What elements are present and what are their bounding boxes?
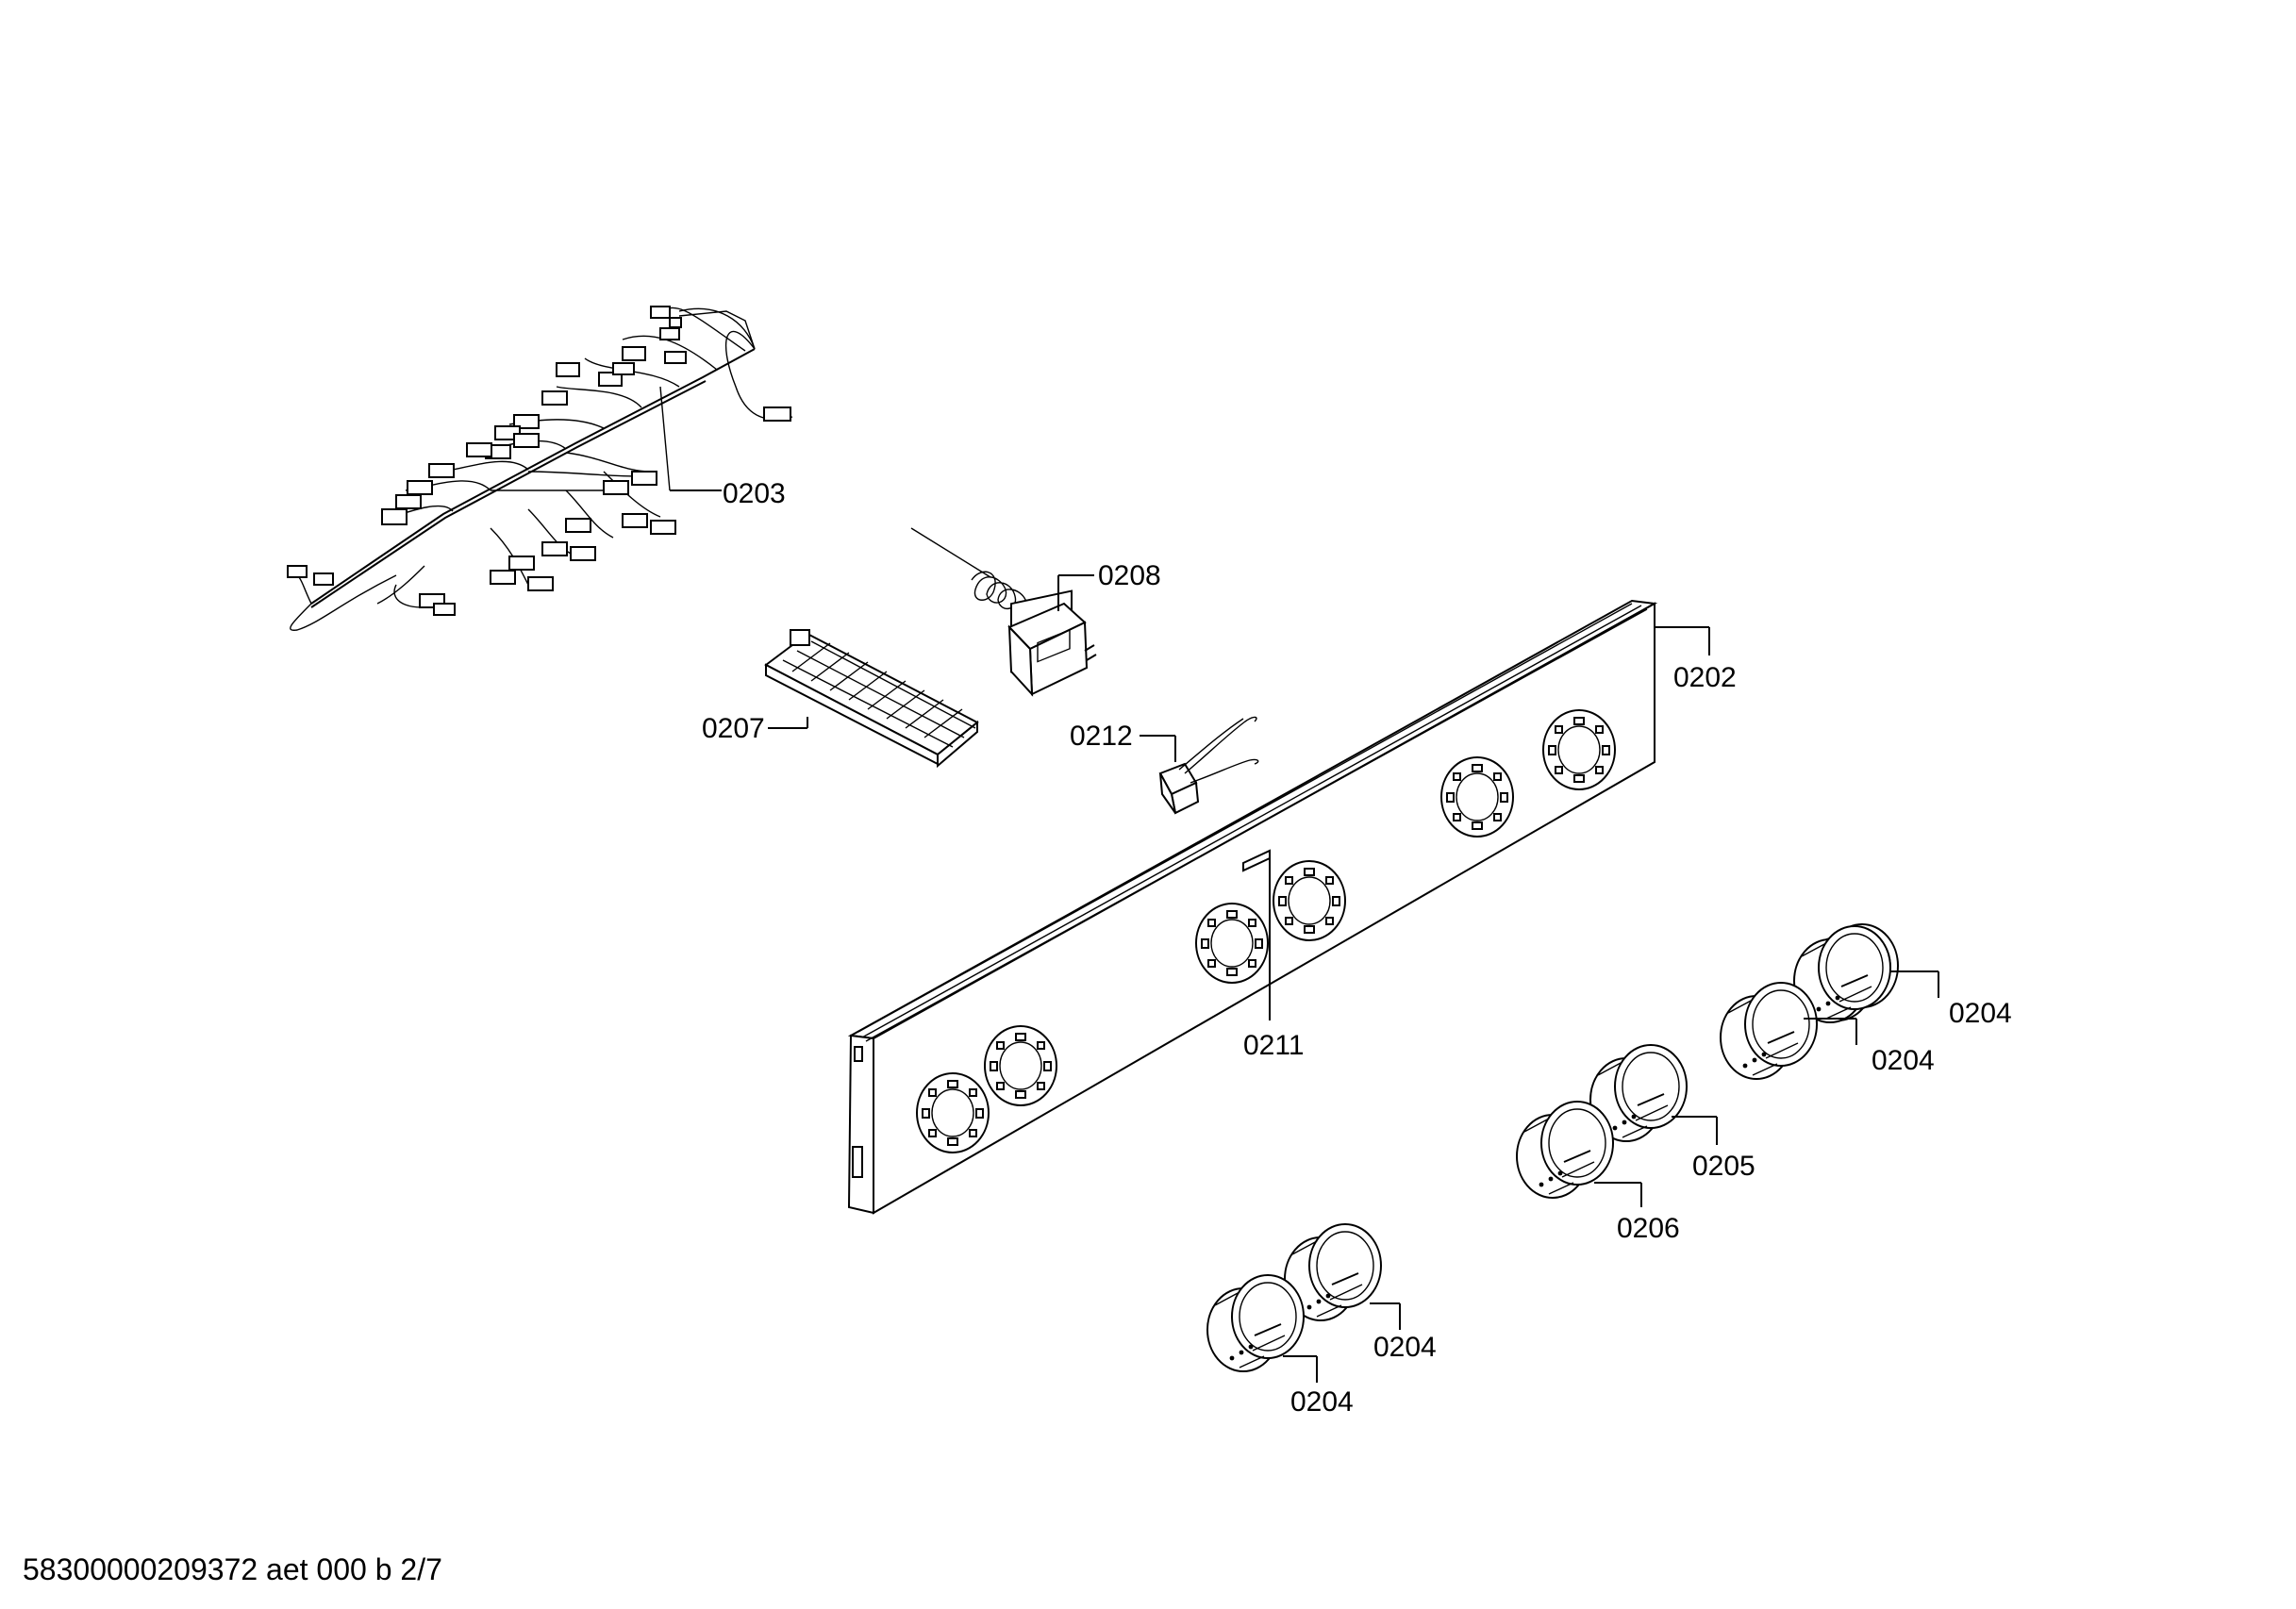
callout-0203: 0203 xyxy=(723,478,786,509)
knob-0204-a xyxy=(1801,923,1939,1021)
callout-0204-d: 0204 xyxy=(1290,1386,1354,1418)
knob-0205 xyxy=(1589,1044,1718,1145)
wiring-harness-0203 xyxy=(287,306,793,631)
callout-0206: 0206 xyxy=(1617,1213,1680,1244)
knob-0204-b xyxy=(1720,925,1891,1080)
callout-0204-c: 0204 xyxy=(1373,1332,1437,1363)
callout-0205: 0205 xyxy=(1692,1151,1755,1182)
drawing-reference-footer: 58300000209372 aet 000 b 2/7 xyxy=(23,1552,442,1586)
callout-0212: 0212 xyxy=(1070,721,1133,752)
terminal-block-0207 xyxy=(764,629,979,769)
control-panel-0202 xyxy=(847,599,1710,1215)
switch-0212 xyxy=(1140,716,1259,815)
callout-0204-b: 0204 xyxy=(1872,1045,1935,1076)
thermostat-0208 xyxy=(910,527,1097,697)
callout-0204-a: 0204 xyxy=(1949,998,2012,1029)
callout-0202: 0202 xyxy=(1673,662,1737,693)
knob-0204-c xyxy=(1284,1223,1401,1330)
callout-0208: 0208 xyxy=(1098,560,1161,591)
knob-0204-d xyxy=(1206,1274,1318,1383)
callout-0207: 0207 xyxy=(702,713,765,744)
knob-0206 xyxy=(1516,1101,1642,1207)
callout-0211: 0211 xyxy=(1243,1030,1305,1061)
